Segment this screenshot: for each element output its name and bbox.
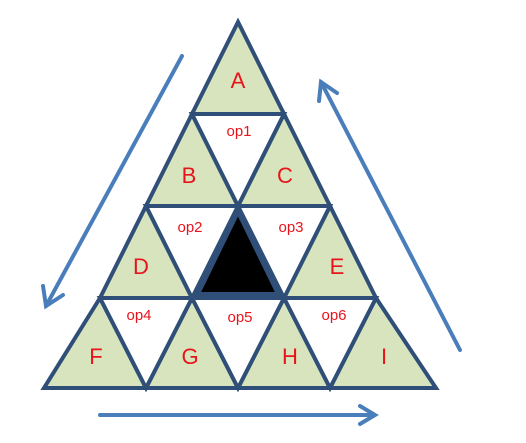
arrow-right <box>98 404 379 426</box>
label-B: B <box>182 163 197 188</box>
label-op1: op1 <box>226 123 251 140</box>
center-black-triangle <box>194 207 282 296</box>
label-I: I <box>381 344 387 369</box>
op-cell-op4 <box>96 296 196 393</box>
label-D: D <box>133 254 149 279</box>
label-A: A <box>231 68 246 93</box>
op-cell-op1 <box>188 112 288 211</box>
label-F: F <box>89 344 102 369</box>
arrow-down-left <box>41 54 184 310</box>
label-op2: op2 <box>177 219 202 236</box>
label-op3: op3 <box>278 219 303 236</box>
label-E: E <box>330 254 345 279</box>
op-cell-op3 <box>234 204 334 303</box>
arrow-up-left <box>317 78 462 352</box>
label-op4: op4 <box>126 307 151 324</box>
label-op5: op5 <box>227 309 252 326</box>
op-cell-op2 <box>142 204 242 303</box>
label-G: G <box>181 344 198 369</box>
label-C: C <box>277 163 293 188</box>
op-cell-op6 <box>280 296 380 393</box>
op-cell-op5 <box>188 296 288 393</box>
label-op6: op6 <box>321 307 346 324</box>
label-H: H <box>282 344 298 369</box>
